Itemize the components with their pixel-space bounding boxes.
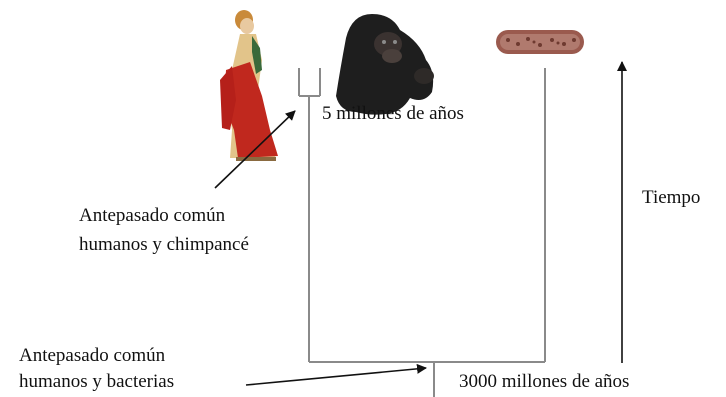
ancient-divergence-label: 3000 millones de años bbox=[459, 370, 629, 394]
chimpanzee-icon bbox=[336, 14, 434, 115]
recent-divergence-label: 5 millones de años bbox=[322, 102, 464, 126]
ancestor-human-bacteria-line1: Antepasado común bbox=[19, 344, 165, 368]
ancestor-human-bacteria-line2: humanos y bacterias bbox=[19, 370, 174, 394]
human-bacteria-ancestor-arrow bbox=[246, 368, 426, 385]
time-axis-label: Tiempo bbox=[642, 186, 700, 210]
bacterium-icon bbox=[496, 30, 584, 54]
woman-painting-icon bbox=[220, 10, 278, 161]
ancestor-human-chimp-line1: Antepasado común bbox=[79, 204, 225, 228]
ancestor-human-chimp-line2: humanos y chimpancé bbox=[79, 233, 249, 257]
